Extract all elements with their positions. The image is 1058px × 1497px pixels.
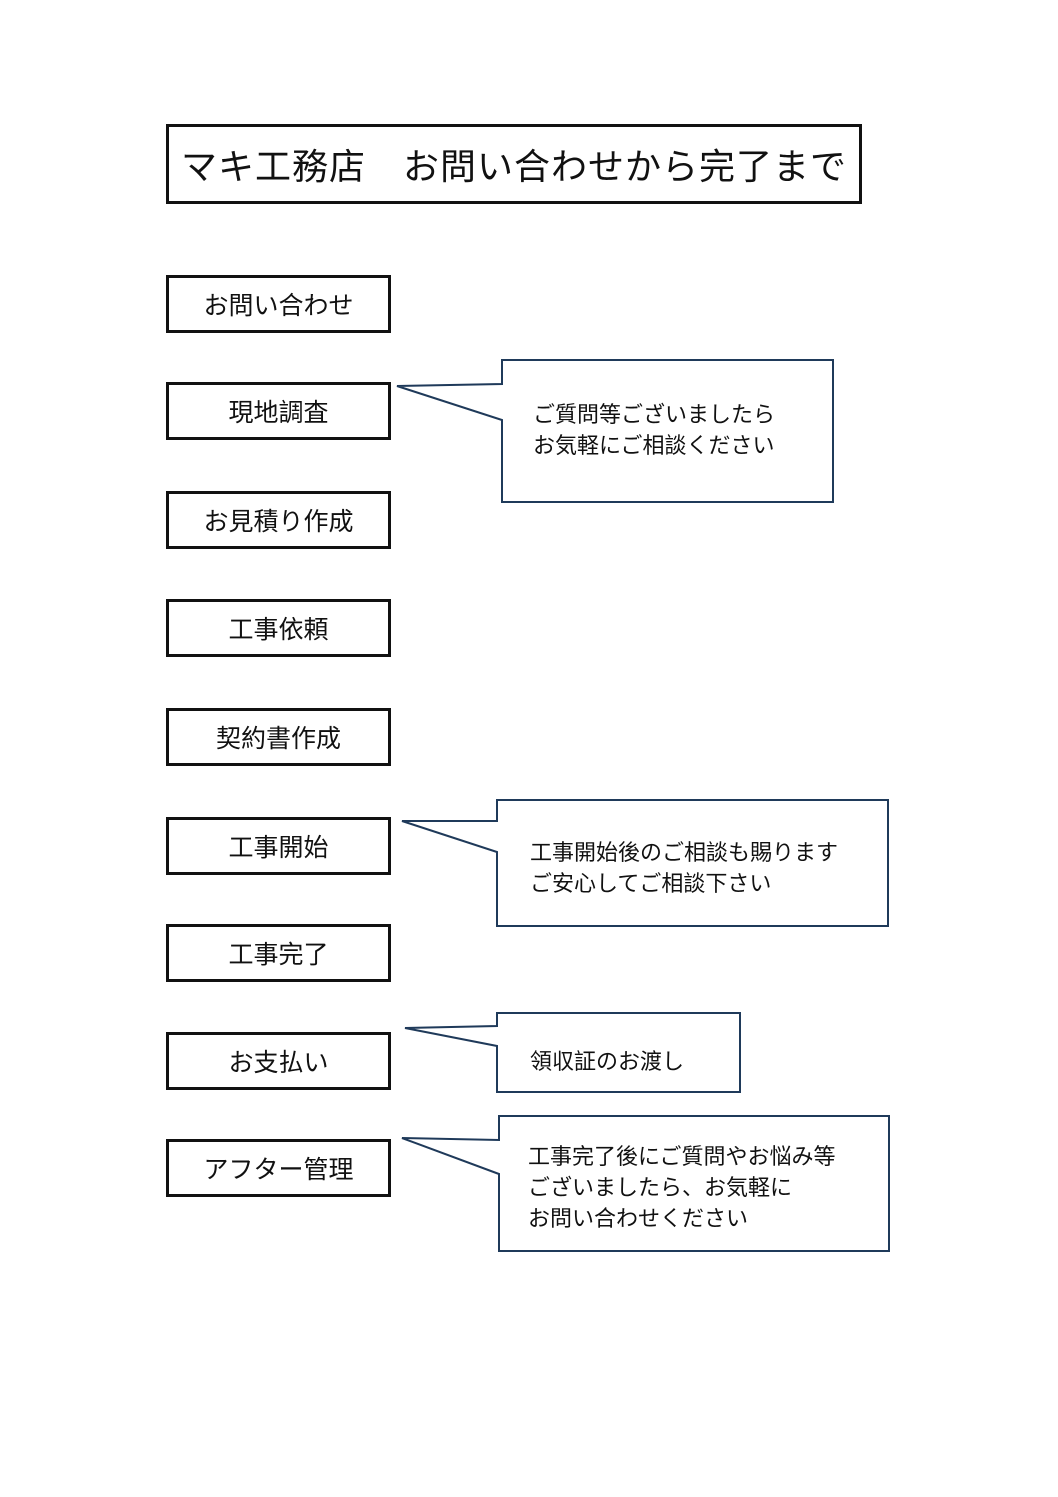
step-payment: お支払い [166, 1032, 391, 1090]
callout-after-care [401, 1115, 890, 1252]
step-after-care: アフター管理 [166, 1139, 391, 1197]
step-work-start: 工事開始 [166, 817, 391, 875]
callout-text-site-survey: ご質問等ございましたら お気軽にご相談ください [533, 403, 776, 459]
callout-text-payment: 領収証のお渡し [530, 1050, 685, 1075]
callout-site-survey [396, 359, 834, 503]
callout-payment [404, 1012, 741, 1093]
step-contract: 契約書作成 [166, 708, 391, 766]
step-inquiry: お問い合わせ [166, 275, 391, 333]
step-estimate: お見積り作成 [166, 491, 391, 549]
step-work-request: 工事依頼 [166, 599, 391, 657]
page-title: マキ工務店 お問い合わせから完了まで [166, 124, 862, 204]
callout-text-after-care: 工事完了後にご質問やお悩み等 ございましたら、お気軽に お問い合わせください [528, 1145, 836, 1232]
callout-text-work-start: 工事開始後のご相談も賜ります ご安心してご相談下さい [530, 841, 839, 897]
step-work-complete: 工事完了 [166, 924, 391, 982]
callout-work-start [401, 799, 889, 927]
step-site-survey: 現地調査 [166, 382, 391, 440]
